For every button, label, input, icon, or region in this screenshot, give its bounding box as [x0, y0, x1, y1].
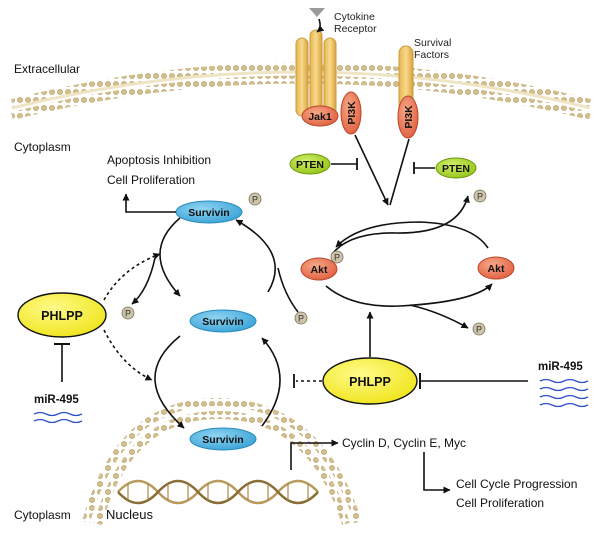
survivin-node-mid: Survivin — [189, 309, 257, 333]
cytokine-receptor — [295, 29, 337, 117]
akt-node-left: Akt — [300, 257, 338, 281]
arrow-cytokine-binding — [316, 18, 325, 33]
svg-text:PI3K: PI3K — [403, 105, 415, 129]
svg-text:PTEN: PTEN — [442, 163, 470, 175]
dna-helix-icon — [117, 479, 319, 505]
survivin-node-bottom: Survivin — [189, 427, 257, 451]
mir495-inhibition-right — [419, 373, 528, 389]
phosphate-icon: P — [473, 189, 487, 203]
svg-text:P: P — [476, 325, 482, 335]
svg-text:P: P — [477, 192, 483, 202]
jak1-node: Jak1 — [301, 105, 339, 127]
svg-text:PTEN: PTEN — [296, 159, 324, 171]
label-cyclins: Cyclin D, Cyclin E, Myc — [342, 436, 466, 450]
nuclear-membrane — [82, 397, 362, 526]
arrow-survivin-top-to-mid-left — [159, 217, 181, 297]
svg-text:Akt: Akt — [311, 264, 328, 276]
mirna-wave-icon-right — [539, 378, 589, 408]
arrow-akt-dephosphorylation — [409, 304, 469, 329]
phosphate-icon: P — [330, 250, 344, 264]
arrow-akt-activation — [335, 221, 489, 249]
pten-node-left: PTEN — [289, 153, 331, 175]
phosphate-icon: P — [472, 322, 486, 336]
akt-node-right: Akt — [477, 256, 515, 280]
label-cell-proliferation-bottom: Cell Proliferation — [456, 496, 544, 510]
label-cytoplasm-bottom: Cytoplasm — [14, 508, 71, 522]
label-extracellular: Extracellular — [14, 62, 80, 76]
phosphate-icon: P — [121, 306, 135, 320]
svg-text:Survivin: Survivin — [202, 434, 243, 446]
arrow-survivin-mid-to-top-right — [235, 219, 276, 293]
arrow-phlpp-left-dephosphorylates-top — [103, 252, 161, 301]
pten-inhibition-left — [331, 158, 358, 170]
arrow-survivin-to-apoptosis-inhibition — [122, 193, 176, 213]
arrow-phlpp-left-dephosphorylates-bottom — [103, 329, 153, 381]
label-survival: Survival — [414, 37, 451, 49]
label-cell-cycle-progression: Cell Cycle Progression — [456, 477, 577, 491]
svg-text:P: P — [334, 253, 340, 263]
cytokine-ligand-icon — [309, 8, 325, 17]
survivin-node-top: Survivin — [175, 200, 243, 224]
svg-text:Survivin: Survivin — [188, 207, 229, 219]
svg-text:Akt: Akt — [488, 263, 505, 275]
svg-text:Survivin: Survivin — [202, 316, 243, 328]
pi3k-node-right: PI3K — [397, 95, 419, 139]
mirna-wave-icon-left — [33, 411, 83, 424]
pi3k-node-left: PI3K — [340, 91, 362, 135]
phosphate-icon: P — [294, 311, 308, 325]
svg-text:PI3K: PI3K — [346, 101, 358, 125]
phlpp-node-left: PHLPP — [17, 292, 107, 338]
label-apoptosis-inhibition: Apoptosis Inhibition — [107, 153, 211, 167]
label-cytokine: Cytokine — [334, 11, 375, 23]
label-nucleus: Nucleus — [106, 507, 153, 522]
mir495-inhibition-left — [54, 343, 70, 382]
svg-text:P: P — [298, 314, 304, 324]
label-receptor: Receptor — [334, 23, 377, 35]
phlpp-center-dotted-inhibition — [293, 374, 322, 388]
pten-node-right: PTEN — [435, 157, 477, 179]
arrow-survivin-to-cyclins — [290, 439, 339, 470]
phosphate-icon: P — [248, 192, 262, 206]
arrow-pi3k-right-to-akt — [389, 138, 410, 206]
label-cytoplasm-top: Cytoplasm — [14, 140, 71, 154]
svg-text:PHLPP: PHLPP — [349, 375, 391, 389]
label-mir495-right: miR-495 — [538, 361, 583, 373]
pten-inhibition-right — [413, 162, 435, 174]
arrow-akt-cycle-top — [331, 195, 470, 255]
arrow-p-to-survivin — [277, 267, 299, 313]
arrow-akt-cycle-bottom — [325, 283, 493, 307]
phlpp-node-center: PHLPP — [322, 357, 418, 405]
arrow-survivin-mid-to-bottom — [154, 335, 185, 429]
arrow-pi3k-left-to-akt — [354, 134, 389, 206]
arrow-survivin-release-p — [131, 257, 156, 305]
label-cell-proliferation-top: Cell Proliferation — [107, 173, 195, 187]
arrow-survivin-bottom-to-mid — [261, 337, 281, 427]
label-factors: Factors — [414, 49, 449, 61]
svg-text:Jak1: Jak1 — [308, 111, 332, 123]
arrow-cyclins-to-cell-cycle — [423, 452, 451, 494]
svg-text:PHLPP: PHLPP — [41, 309, 83, 323]
svg-text:P: P — [125, 309, 131, 319]
label-mir495-left: miR-495 — [34, 394, 79, 406]
svg-text:P: P — [252, 195, 258, 205]
